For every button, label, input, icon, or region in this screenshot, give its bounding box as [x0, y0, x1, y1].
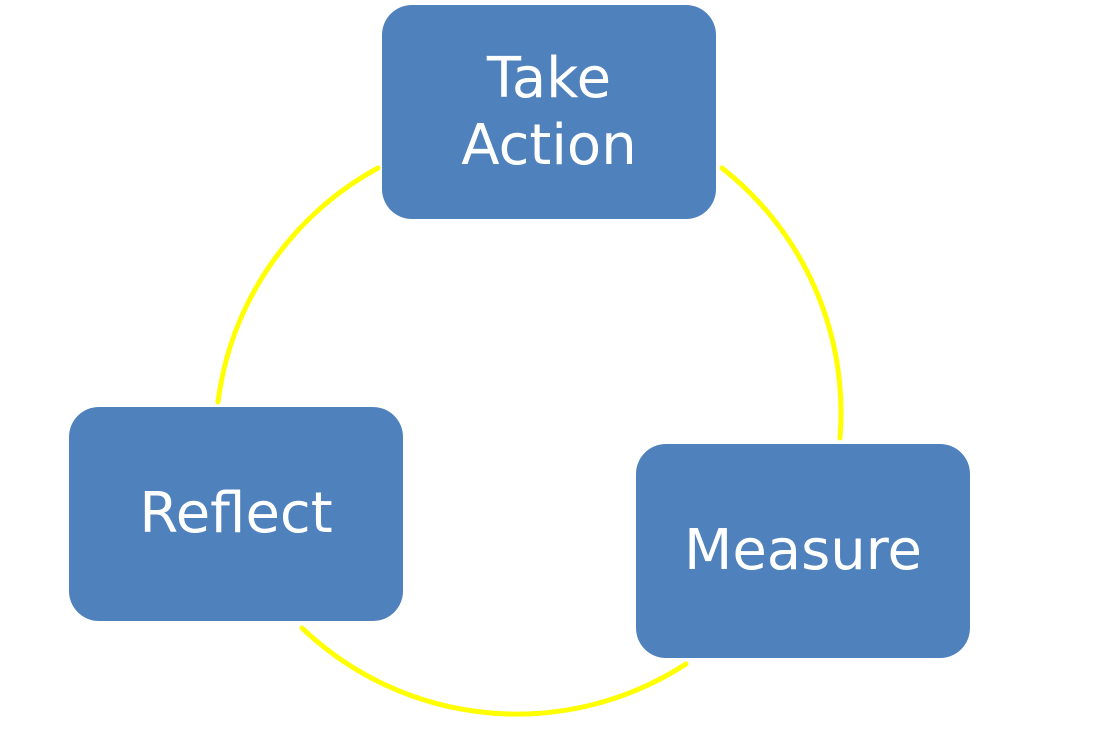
connector-arc-measure-to-reflect	[299, 625, 689, 717]
connector-arc-take-action-to-measure	[719, 165, 844, 441]
node-reflect-label: Reflect	[139, 481, 333, 547]
node-measure: Measure	[636, 444, 970, 658]
node-reflect: Reflect	[69, 407, 403, 621]
connector-arc-reflect-to-take-action	[215, 165, 381, 405]
node-take-action-label: Take Action	[461, 45, 637, 178]
node-take-action: Take Action	[382, 5, 716, 219]
node-measure-label: Measure	[684, 518, 922, 584]
